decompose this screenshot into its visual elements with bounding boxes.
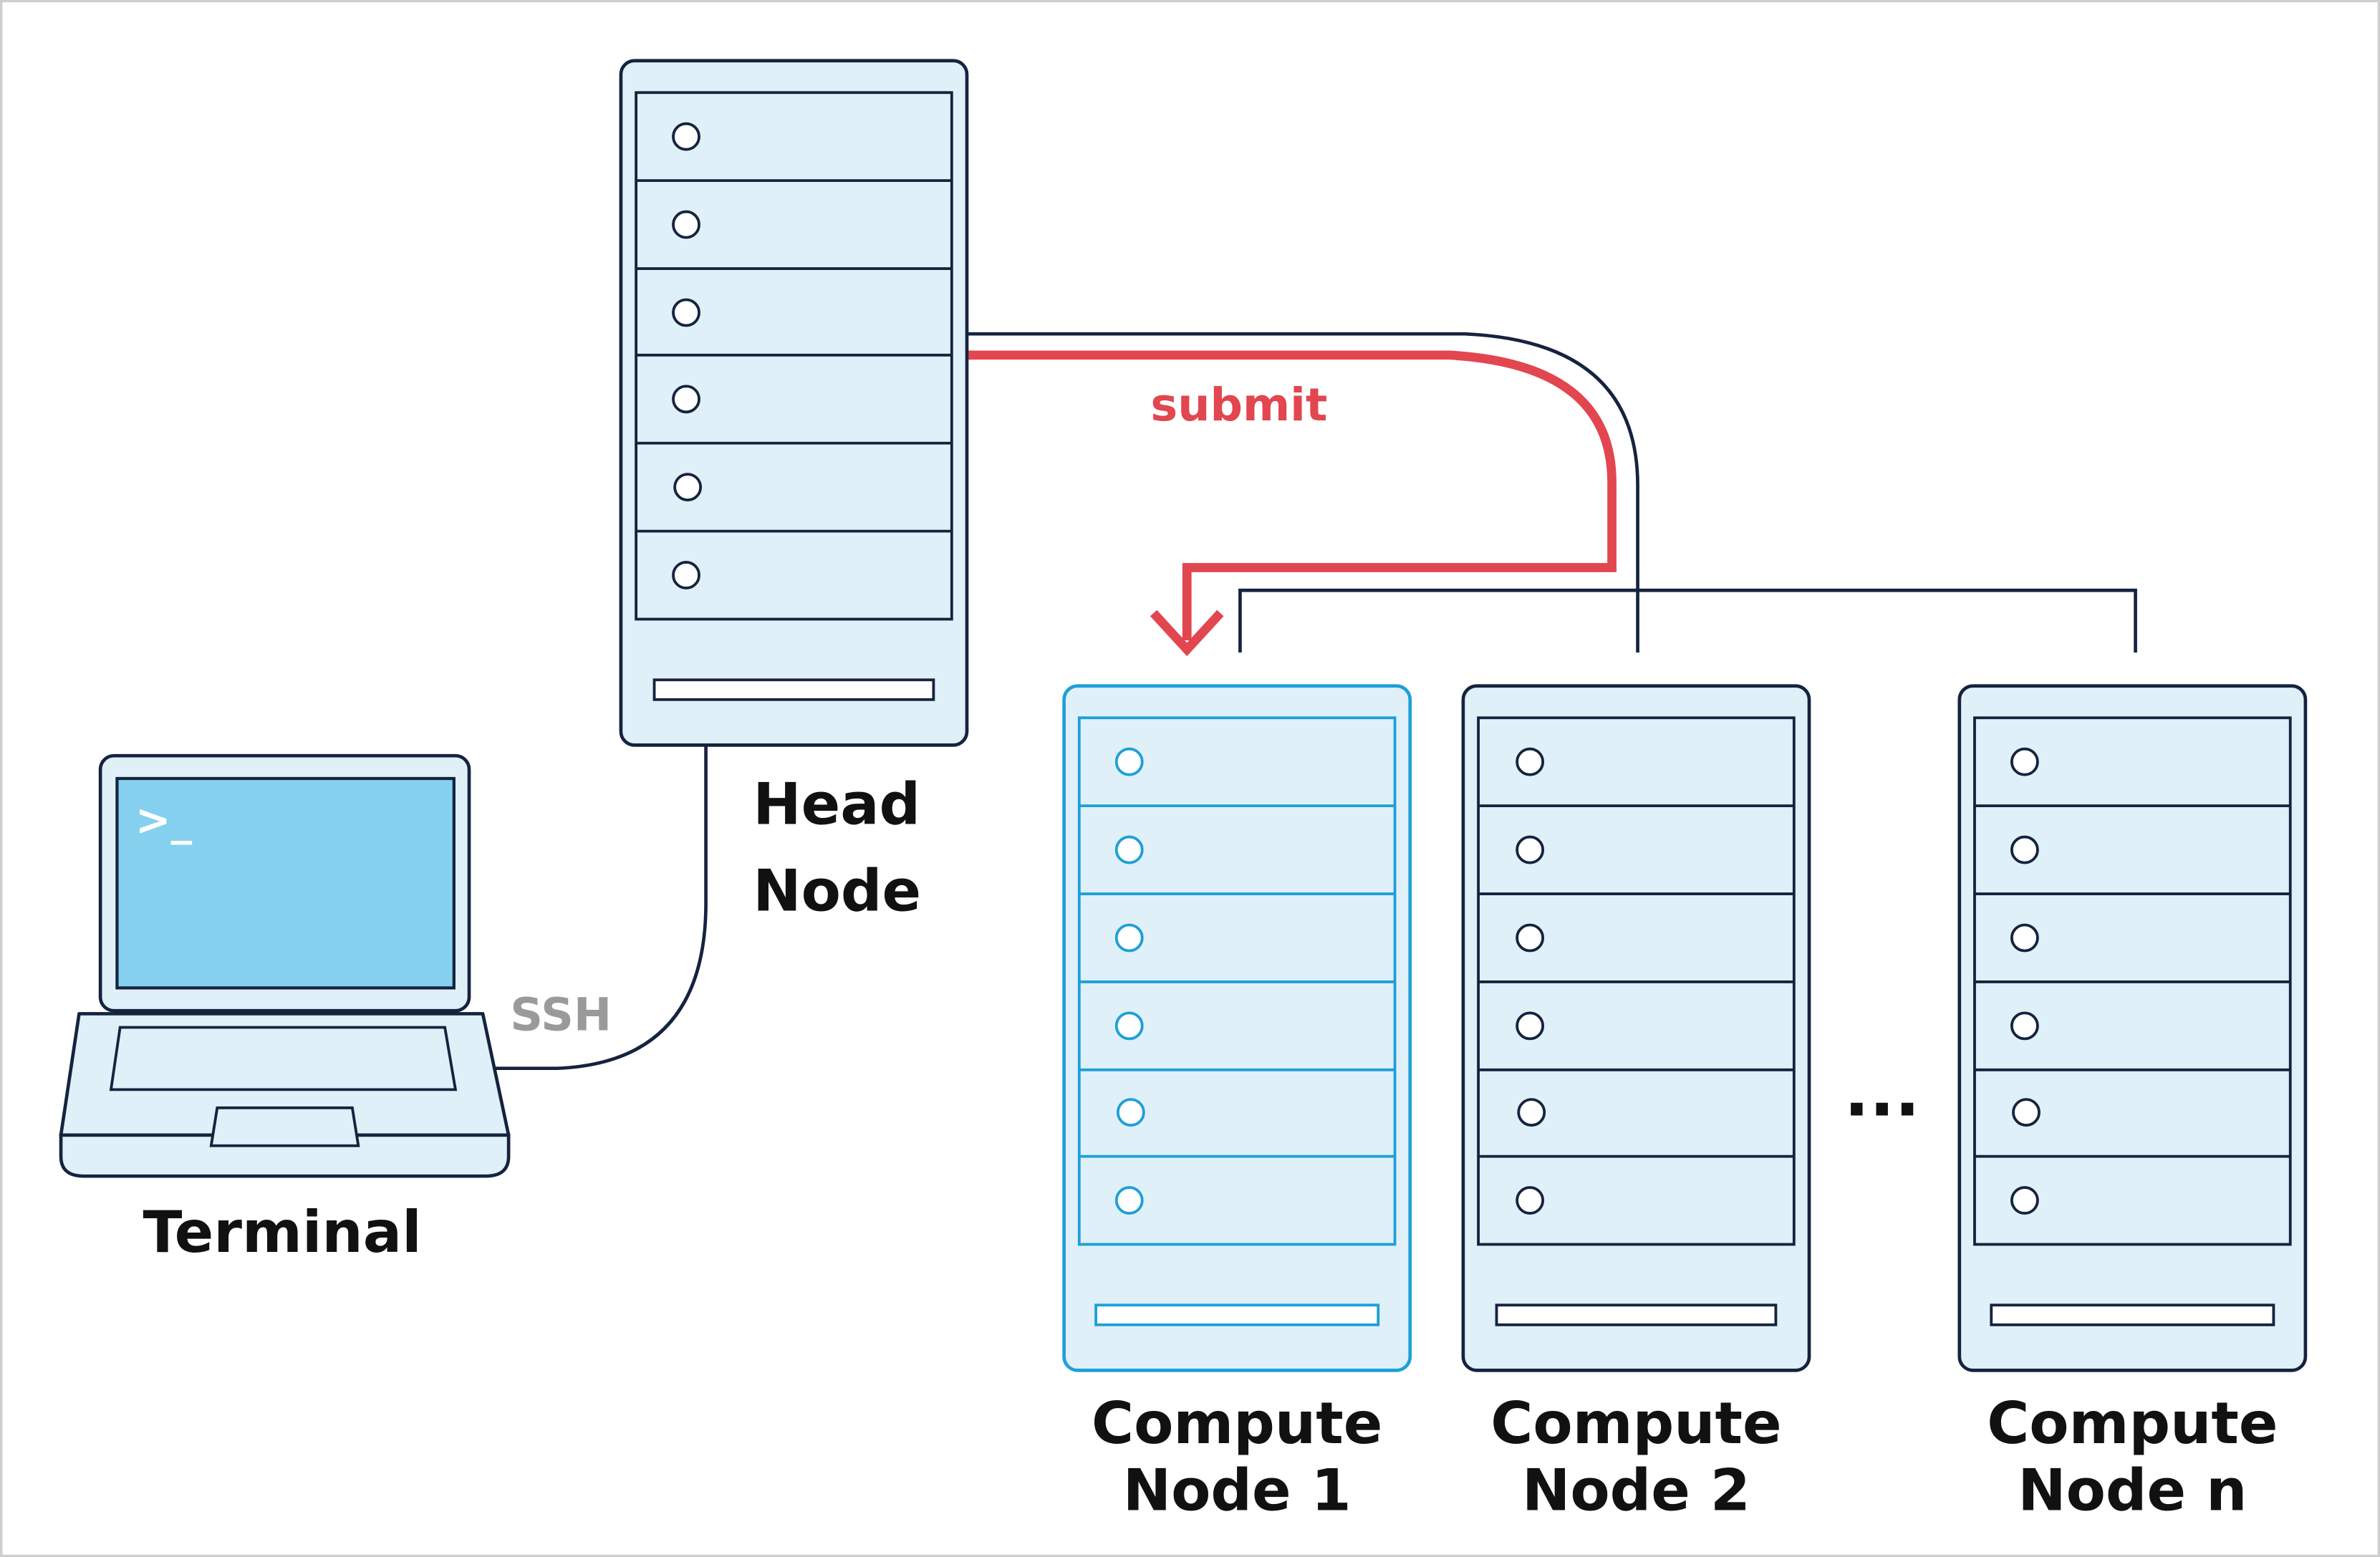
- compute-node-1-label-line2: Node 1: [1123, 1456, 1352, 1523]
- head-node-label-line2: Node: [753, 857, 921, 924]
- terminal-laptop-icon: [59, 753, 511, 1178]
- submit-label: submit: [1150, 378, 1327, 431]
- compute-node-n-label-line1: Compute: [1987, 1389, 2278, 1457]
- head-to-cluster-line: [965, 332, 1639, 653]
- compute-node-2-label-line1: Compute: [1490, 1389, 1781, 1457]
- compute-node-2-label-line2: Node 2: [1522, 1456, 1750, 1523]
- terminal-prompt: >_: [135, 795, 193, 844]
- compute-node-1-label-line1: Compute: [1092, 1389, 1382, 1457]
- compute-node-2-server: [1461, 684, 1811, 1372]
- ssh-label: SSH: [510, 988, 612, 1041]
- compute-node-n-server: [1957, 684, 2308, 1372]
- head-node-label-line1: Head: [753, 771, 920, 838]
- ssh-line: [479, 746, 708, 1071]
- submit-arrowhead: [1150, 609, 1224, 657]
- more-nodes-ellipsis: ...: [1844, 1053, 1920, 1131]
- submit-arrow-line: [968, 350, 1617, 641]
- terminal-label: Terminal: [143, 1198, 421, 1266]
- head-node-server: [619, 59, 969, 747]
- compute-node-n-label-line2: Node n: [2018, 1456, 2247, 1523]
- compute-node-1-server: [1062, 684, 1412, 1372]
- cluster-bus-line: [1238, 588, 2137, 653]
